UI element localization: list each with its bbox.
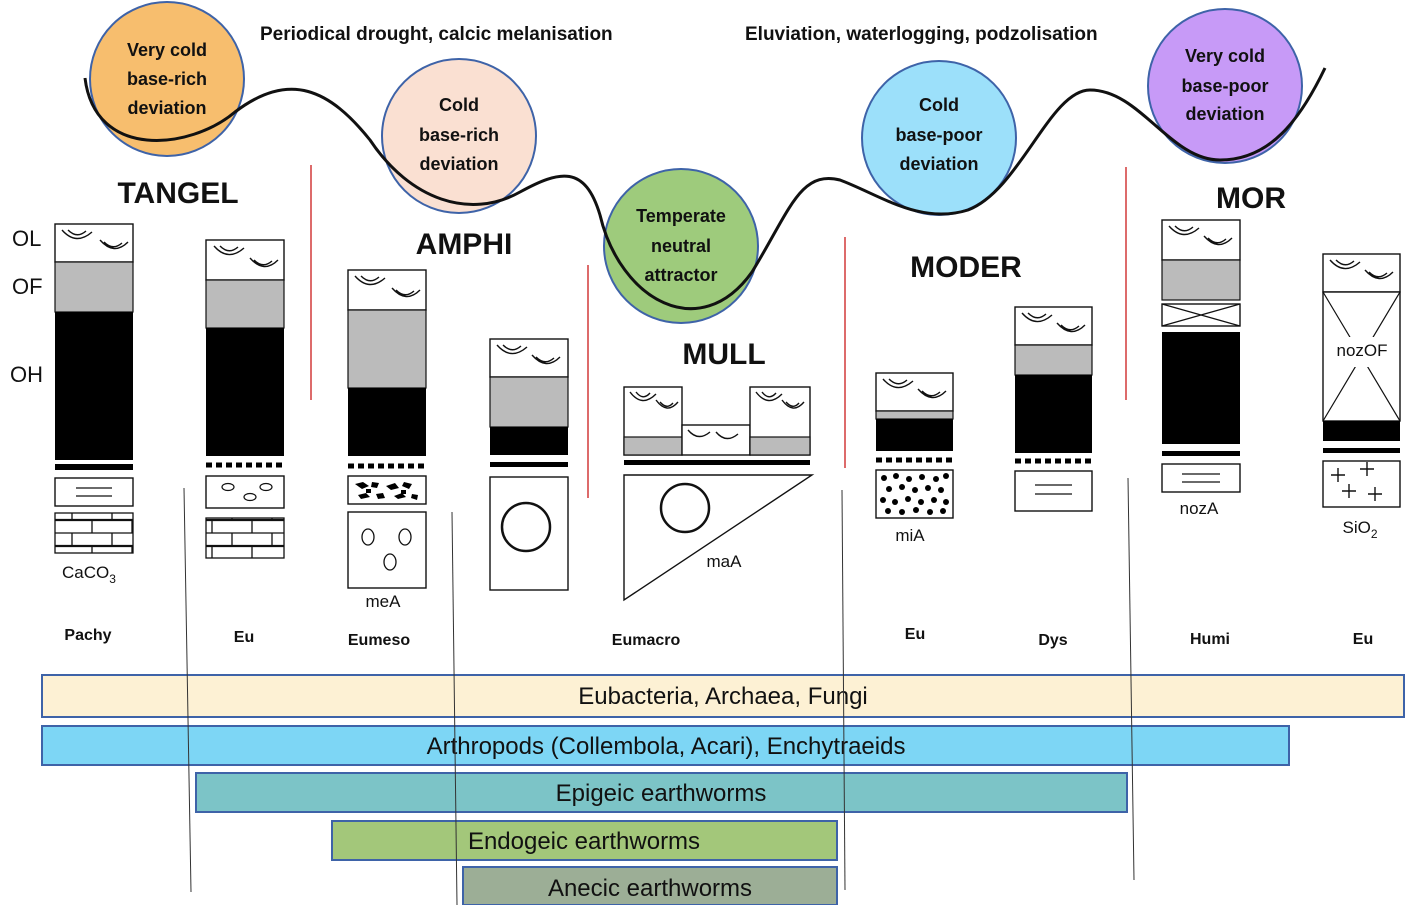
guide-line-4 [1127, 477, 1135, 881]
circle-cold-base-poor-line3: deviation [899, 154, 978, 174]
label-caco3: CaCO3 [62, 563, 116, 586]
profile-eumacro-amphi [489, 338, 569, 591]
profile-mull: maA [623, 386, 815, 602]
profile-eumeso-amphi: meA [347, 269, 427, 611]
circle-temperate-neutral-line2: neutral [651, 236, 711, 256]
subtype-eu-mor: Eu [1353, 631, 1373, 648]
band-endogeic: Endogeic earthworms [331, 820, 838, 861]
attractor-landscape-curve [83, 67, 1327, 311]
circle-cold-base-poor-line2: base-poor [895, 125, 982, 145]
band-arthropods: Arthropods (Collembola, Acari), Enchytra… [41, 725, 1290, 766]
horizon-label-of: OF [12, 274, 43, 299]
left-process-text: Periodical drought, calcic melanisation [260, 24, 613, 45]
right-process-text: Eluviation, waterlogging, podzolisation [745, 24, 1098, 45]
circle-very-cold-base-rich-line3: deviation [127, 98, 206, 118]
band-microorganisms: Eubacteria, Archaea, Fungi [41, 674, 1405, 718]
circle-cold-base-rich-line2: base-rich [419, 125, 499, 145]
label-sio2: SiO2 [1342, 518, 1377, 541]
title-mull: MULL [682, 338, 765, 371]
circle-very-cold-base-poor-line2: base-poor [1181, 76, 1268, 96]
guide-line-1 [183, 487, 192, 893]
label-mia: miA [895, 526, 925, 545]
circle-cold-base-poor: Cold base-poor deviation [861, 60, 1017, 216]
profile-eu-tangel [205, 239, 285, 559]
circle-cold-base-rich-line3: deviation [419, 154, 498, 174]
circle-temperate-neutral-shape [603, 168, 759, 324]
circle-temperate-neutral: Temperate neutral attractor [603, 168, 759, 324]
guide-line-2 [451, 511, 458, 905]
subtype-humi: Humi [1190, 631, 1230, 648]
circle-temperate-neutral-line3: attractor [644, 265, 717, 285]
title-amphi: AMPHI [416, 228, 513, 261]
band-anecic: Anecic earthworms [462, 866, 838, 905]
guide-line-3 [841, 489, 846, 891]
band-anecic-label: Anecic earthworms [548, 875, 752, 902]
circle-cold-base-rich-shape [381, 58, 537, 214]
title-mor: MOR [1216, 182, 1286, 215]
subtype-eu-moder: Eu [905, 626, 925, 643]
horizon-label-ol: OL [12, 226, 41, 251]
circle-very-cold-base-rich-line1: Very cold [127, 40, 207, 60]
profile-eu-moder: miA [875, 372, 954, 545]
subtype-eu-tangel: Eu [234, 629, 254, 646]
subtype-eumacro: Eumacro [612, 632, 681, 649]
profile-eu-mor: nozOF SiO2 [1322, 253, 1401, 541]
circle-cold-base-rich-line1: Cold [439, 95, 479, 115]
profile-pachy-tangel: CaCO3 [54, 223, 134, 586]
label-noza: nozA [1180, 499, 1219, 518]
circle-very-cold-base-poor: Very cold base-poor deviation [1147, 8, 1303, 164]
circle-cold-base-poor-line1: Cold [919, 95, 959, 115]
label-maa: maA [707, 552, 743, 571]
horizon-label-oh: OH [10, 362, 43, 387]
circle-temperate-neutral-line1: Temperate [636, 206, 726, 226]
subtype-dys: Dys [1038, 632, 1067, 649]
band-arthropods-label: Arthropods (Collembola, Acari), Enchytra… [427, 733, 906, 760]
label-nozof: nozOF [1336, 341, 1387, 360]
circle-very-cold-base-poor-shape [1147, 8, 1303, 164]
circle-very-cold-base-rich: Very cold base-rich deviation [89, 1, 245, 157]
band-epigeic-label: Epigeic earthworms [556, 780, 767, 807]
circle-very-cold-base-rich-line2: base-rich [127, 69, 207, 89]
circle-cold-base-rich: Cold base-rich deviation [381, 58, 537, 214]
subtype-eumeso: Eumeso [348, 632, 410, 649]
circle-very-cold-base-poor-line3: deviation [1185, 104, 1264, 124]
title-moder: MODER [910, 251, 1022, 284]
profile-dys-moder [1014, 306, 1093, 512]
title-tangel: TANGEL [117, 177, 238, 210]
label-mea: meA [366, 592, 402, 611]
band-microorganisms-label: Eubacteria, Archaea, Fungi [578, 683, 868, 710]
band-epigeic: Epigeic earthworms [195, 772, 1128, 813]
band-endogeic-label: Endogeic earthworms [468, 828, 700, 855]
profile-humi-mor: nozA [1161, 219, 1241, 518]
circle-very-cold-base-rich-shape [89, 1, 245, 157]
circle-very-cold-base-poor-line1: Very cold [1185, 46, 1265, 66]
subtype-pachy: Pachy [64, 627, 111, 644]
